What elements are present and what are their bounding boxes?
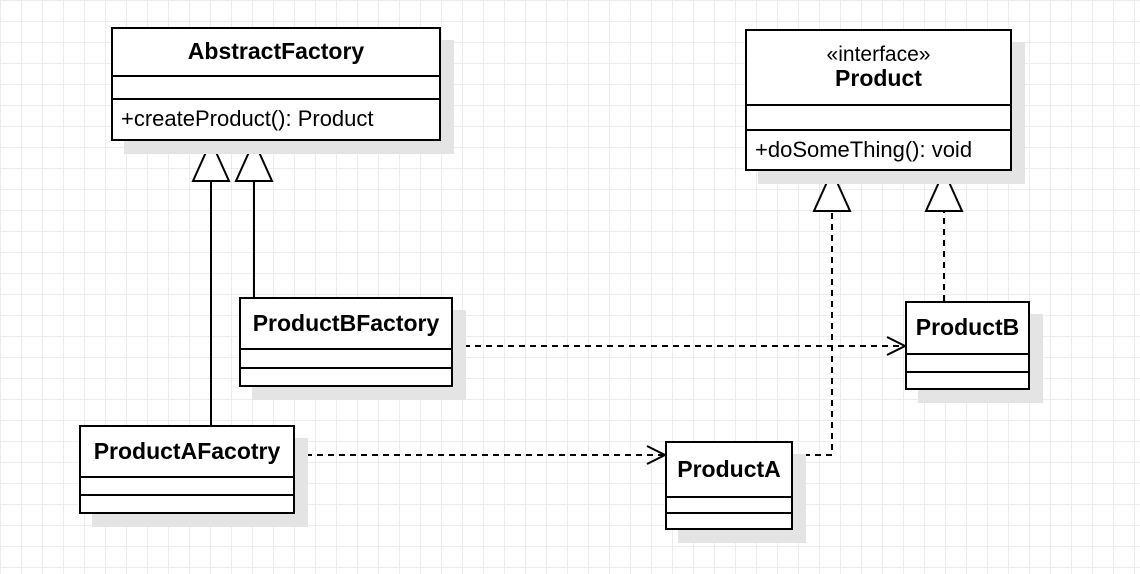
interface-product[interactable]: «interface» Product +doSomeThing(): void — [745, 29, 1012, 171]
class-name: ProductB — [915, 314, 1020, 341]
attributes-section — [907, 355, 1028, 373]
class-name: Product — [835, 65, 922, 92]
attributes-section — [241, 350, 451, 369]
attributes-section — [747, 106, 1010, 131]
class-header: AbstractFactory — [113, 29, 439, 77]
class-productb[interactable]: ProductB — [905, 301, 1030, 390]
realization-producta-product — [793, 168, 852, 456]
class-abstractfactory[interactable]: AbstractFactory +createProduct(): Produc… — [111, 27, 441, 141]
class-name: ProductA — [677, 455, 781, 482]
realization-productb-product — [924, 168, 964, 301]
dependency-productbfactory-productb — [453, 336, 908, 356]
attributes-section — [667, 498, 791, 514]
class-header: ProductA — [667, 443, 791, 498]
class-name: ProductAFacotry — [93, 437, 281, 464]
dependency-productafacotry-producta — [295, 445, 668, 465]
method: +doSomeThing(): void — [755, 137, 973, 162]
generalization-productbfactory-abstractfactory — [234, 138, 274, 297]
class-header: ProductB — [907, 303, 1028, 355]
methods-section: +createProduct(): Product — [113, 100, 439, 138]
stereotype-label: «interface» — [826, 43, 931, 67]
attributes-section — [113, 77, 439, 100]
generalization-productafacotry-abstractfactory — [191, 138, 231, 425]
class-header: «interface» Product — [747, 31, 1010, 106]
method: +createProduct(): Product — [121, 106, 374, 131]
class-productbfactory[interactable]: ProductBFactory — [239, 297, 453, 387]
class-header: ProductBFactory — [241, 299, 451, 350]
class-productafacotry[interactable]: ProductAFacotry — [79, 425, 295, 514]
class-name: AbstractFactory — [187, 38, 365, 65]
class-name: ProductBFactory — [252, 309, 440, 336]
attributes-section — [81, 478, 293, 496]
class-header: ProductAFacotry — [81, 427, 293, 478]
class-producta[interactable]: ProductA — [665, 441, 793, 530]
methods-section: +doSomeThing(): void — [747, 131, 1010, 169]
